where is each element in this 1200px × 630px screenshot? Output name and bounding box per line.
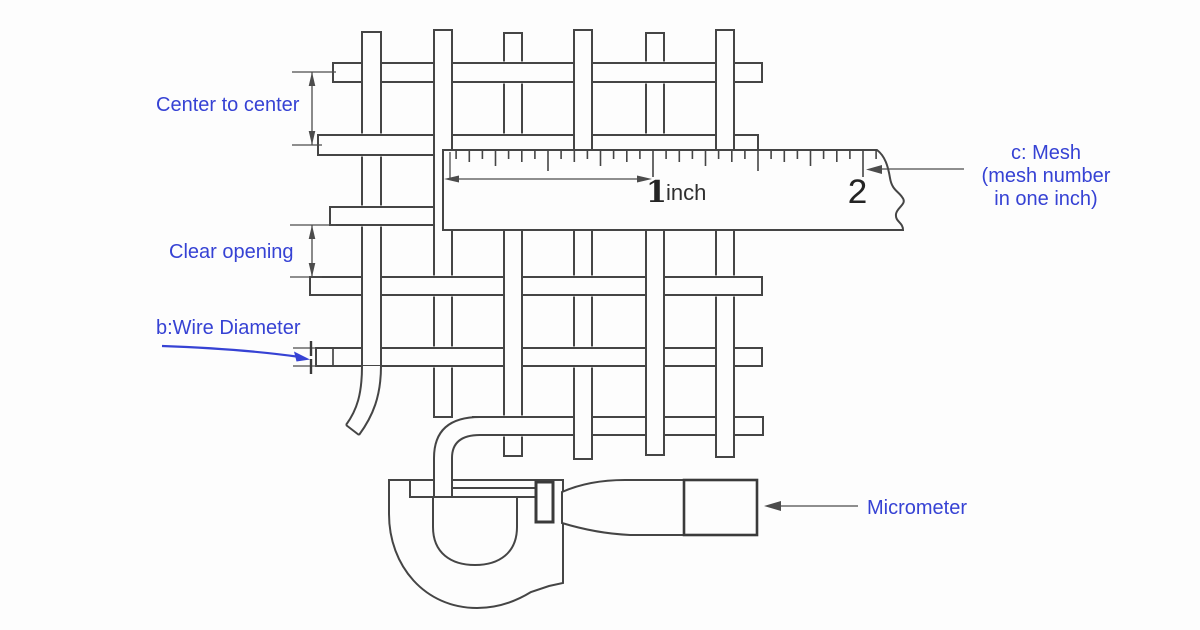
wire-diameter-arrowhead <box>294 351 310 362</box>
micrometer-leader-arrowhead <box>764 501 781 511</box>
weave-crossing-edges <box>570 347 596 367</box>
mesh-label-line2: (mesh number <box>982 165 1111 187</box>
dimension-arrowhead-up <box>308 225 316 239</box>
wire-tail-outline <box>345 365 382 436</box>
weave-crossing-patch <box>360 205 383 227</box>
weave-crossing-edges <box>430 347 456 367</box>
center-to-center-label: Center to center <box>156 94 300 116</box>
horizontal-wire-5 <box>315 347 763 367</box>
micrometer-lock-nut <box>534 480 555 524</box>
micrometer-frame-opening <box>432 496 518 567</box>
dimension-lines <box>161 71 336 374</box>
weave-crossing-patch <box>360 133 383 157</box>
micrometer-drawing <box>388 416 858 610</box>
weave-crossing-edges <box>642 62 668 83</box>
micrometer-thimble <box>682 478 759 537</box>
bent-wire-outline <box>433 416 481 498</box>
weave-crossing-edges <box>358 134 385 156</box>
dimension-arrowhead-down <box>308 131 316 145</box>
mesh-leader-arrowhead <box>866 165 882 174</box>
mesh-label-line1: c: Mesh <box>1011 142 1081 164</box>
weave-crossing-patch <box>432 346 454 368</box>
wire-diameter-leader-arrow <box>161 344 301 359</box>
dimension-arrowhead-up <box>308 72 316 86</box>
weave-crossing-edges <box>500 62 526 83</box>
ruler-body <box>442 149 905 231</box>
ruler-tick-marks <box>455 150 877 177</box>
weave-crossing-edges <box>712 276 738 296</box>
micrometer-anvil <box>409 481 433 498</box>
weave-crossing-patch <box>714 275 736 297</box>
dimension-arrowhead-down <box>308 263 316 277</box>
vertical-wire-5 <box>645 32 665 456</box>
vertical-wire-3 <box>503 32 523 457</box>
ruler-sixteenth-ticks <box>455 150 877 177</box>
woven-wire-mesh-drawing <box>309 29 764 460</box>
bent-wire-fill <box>434 417 480 497</box>
inch-ruler: 1 inch 2 <box>442 149 964 231</box>
micrometer-sleeve-barrel <box>561 479 685 536</box>
vertical-wire-1 <box>361 31 382 367</box>
weave-crossing-patch <box>502 415 524 437</box>
weave-crossing-edges <box>430 276 456 296</box>
vertical-wire-4 <box>573 29 593 460</box>
vertical-wire-6 <box>715 29 735 458</box>
weave-crossing-edges <box>570 276 596 296</box>
weave-crossing-edges <box>500 416 526 436</box>
mesh-label-line3: in one inch) <box>994 188 1097 210</box>
micrometer-spindle <box>453 487 536 498</box>
horizontal-wire-1 <box>332 62 763 83</box>
one-inch-dimension-line <box>449 152 646 180</box>
weave-crossing-patch <box>432 275 454 297</box>
weave-crossing-edges <box>358 206 385 226</box>
micrometer-label: Micrometer <box>867 497 967 519</box>
weave-crossing-patch <box>502 61 524 84</box>
dimension-arrowhead-right <box>637 175 652 183</box>
ruler-inch-word: inch <box>666 180 706 205</box>
wire-diameter-label: b:Wire Diameter <box>156 317 301 339</box>
dimension-arrowhead-left <box>444 175 459 183</box>
weave-crossing-patch <box>644 61 666 84</box>
weave-crossing-patch <box>572 346 594 368</box>
clear-opening-label: Clear opening <box>169 241 294 263</box>
wire-tail-fill <box>346 366 381 435</box>
ruler-number-one: 1 <box>646 175 667 210</box>
weave-crossing-patch <box>572 275 594 297</box>
annotation-labels: Center to center Clear opening b:Wire Di… <box>156 94 1111 519</box>
ruler-number-two: 2 <box>847 174 868 214</box>
